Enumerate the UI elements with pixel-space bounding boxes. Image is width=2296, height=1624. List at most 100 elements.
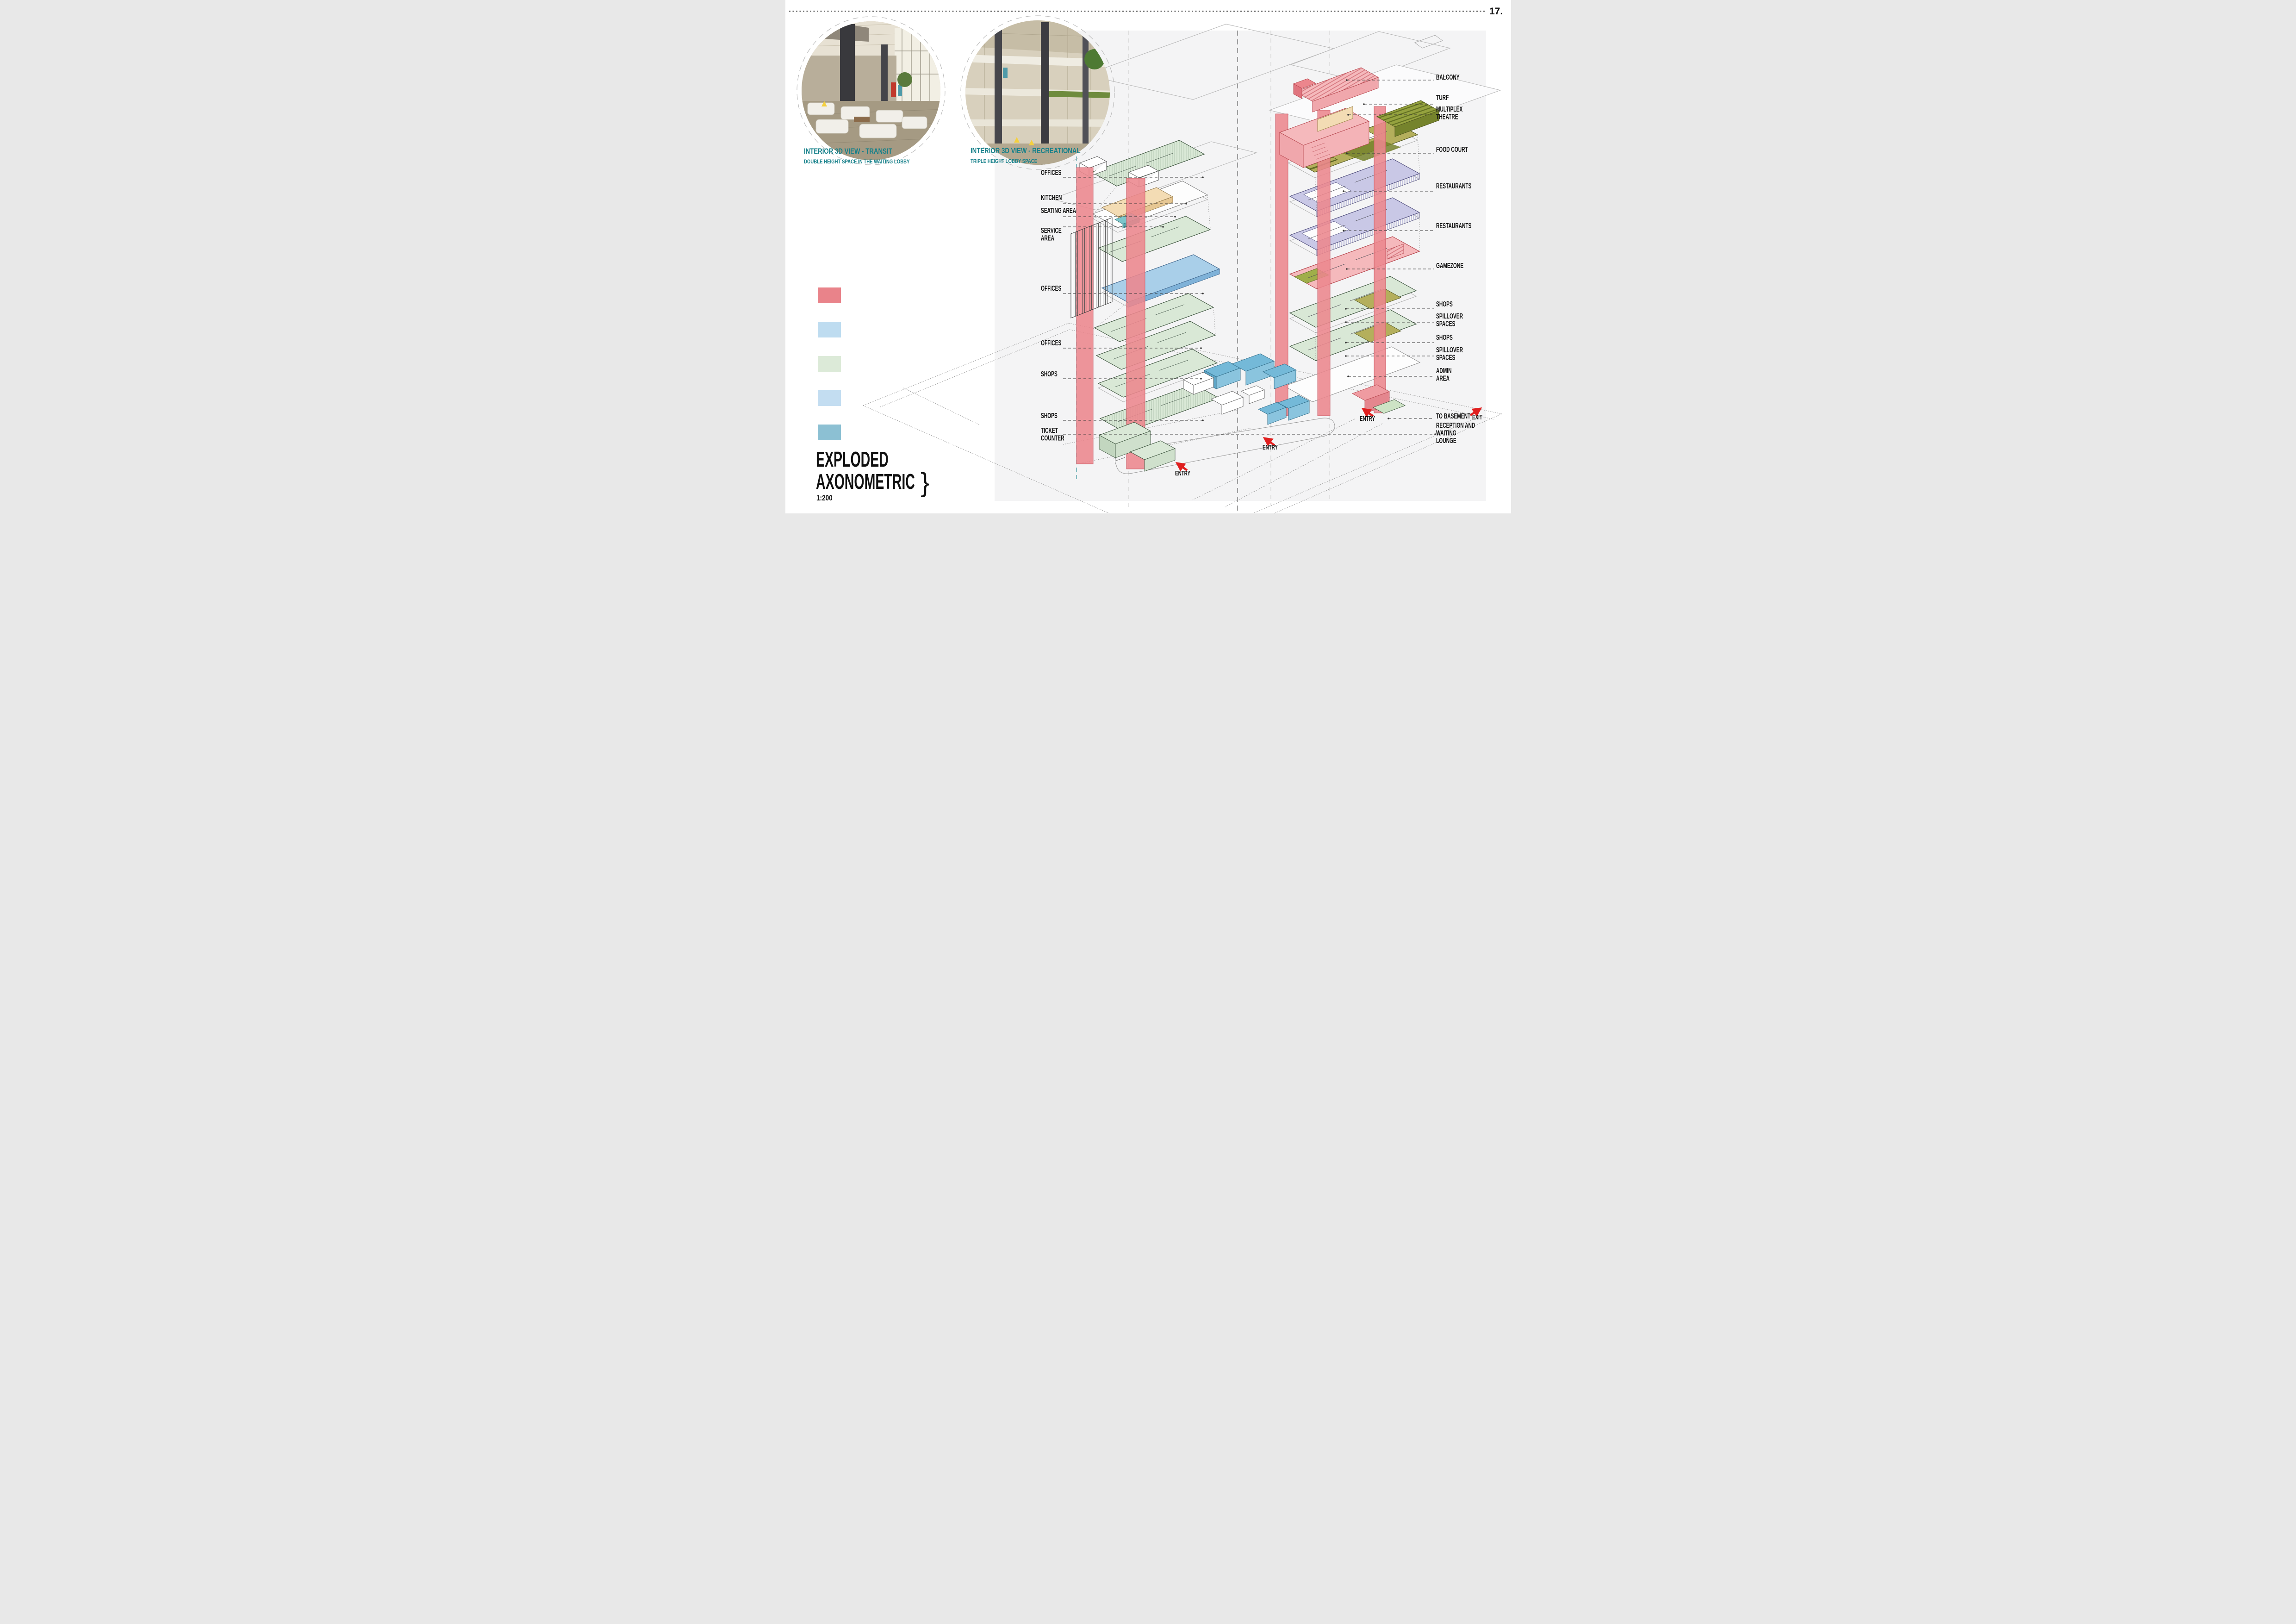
- left-tower: [1070, 140, 1220, 472]
- svg-text:RESTAURANTS: RESTAURANTS: [1436, 182, 1472, 190]
- entry-exit-annotations: ENTRY ENTRY ENTRY EXIT: [1175, 407, 1482, 477]
- leader-dot: [1162, 226, 1164, 228]
- floor-label: OFFICES: [1041, 284, 1061, 293]
- leader-dot: [1363, 103, 1365, 105]
- svg-text:TRIPLE HEIGHT LOBBY SPACE: TRIPLE HEIGHT LOBBY SPACE: [971, 158, 1037, 164]
- leader-dot: [1345, 268, 1348, 270]
- legend-swatch-transit-steel-blue: [817, 425, 841, 440]
- svg-text:FOOD COURT: FOOD COURT: [1436, 145, 1468, 154]
- leader-dot: [1174, 216, 1176, 218]
- leader-dot: [1201, 176, 1204, 178]
- svg-text:ENTRY: ENTRY: [1360, 415, 1375, 422]
- svg-text:1:200: 1:200: [816, 494, 833, 503]
- svg-text:GAMEZONE: GAMEZONE: [1436, 262, 1463, 270]
- explosion-connector-lines: [1094, 134, 1419, 360]
- floor-label: OFFICES: [1041, 169, 1061, 177]
- svg-text:KITCHEN: KITCHEN: [1041, 194, 1062, 202]
- floor-label: SHOPS: [1041, 412, 1058, 420]
- floor-label: RESTAURANTS: [1436, 182, 1472, 190]
- legend: [817, 287, 841, 440]
- svg-text:OFFICES: OFFICES: [1041, 339, 1061, 347]
- svg-text:TURF: TURF: [1436, 94, 1449, 102]
- inset-recreational-title: INTERIOR 3D VIEW - RECREATIONAL: [971, 147, 1081, 156]
- leader-dot: [1345, 79, 1348, 81]
- leader-dot: [1201, 293, 1204, 294]
- leader-dot: [1342, 230, 1344, 231]
- leader-dot: [1344, 355, 1347, 357]
- direction-arrow: [1469, 407, 1482, 417]
- leader-dot: [1345, 152, 1348, 154]
- interior-photo-recreational: [965, 20, 1110, 165]
- floor-label: SHOPS: [1041, 370, 1058, 378]
- right-tower: [1182, 67, 1439, 425]
- floor-label: BALCONY: [1436, 73, 1460, 81]
- inset-recreational-view: [960, 15, 1115, 170]
- floor-label: GAMEZONE: [1436, 262, 1463, 270]
- svg-text:BALCONY: BALCONY: [1436, 73, 1460, 81]
- title-line1: EXPLODED: [816, 448, 889, 472]
- floor-label: FOOD COURT: [1436, 145, 1468, 154]
- legend-swatch-offices-light-blue: [817, 322, 841, 337]
- svg-text:ENTRY: ENTRY: [1175, 469, 1191, 477]
- axonometric-drawing: 17.: [785, 0, 1511, 513]
- interior-photo-transit: [801, 21, 940, 160]
- leader-dot: [1434, 433, 1436, 435]
- floor-label: TURF: [1436, 94, 1449, 102]
- annotation-label: EXIT: [1472, 413, 1482, 421]
- inset-recreational-subtitle: TRIPLE HEIGHT LOBBY SPACE: [971, 158, 1037, 164]
- annotation-label: ENTRY: [1263, 443, 1278, 451]
- legend-swatch-core-circulation: [817, 287, 841, 303]
- floor-label: SHOPS: [1436, 333, 1453, 342]
- legend-swatch-offices-pale-blue: [817, 390, 841, 406]
- legend-swatch-retail-pale-green: [817, 356, 841, 372]
- leader-dot: [1342, 190, 1344, 192]
- direction-arrow: [1263, 437, 1275, 447]
- svg-text:EXIT: EXIT: [1472, 413, 1482, 421]
- svg-text:SHOPS: SHOPS: [1436, 300, 1453, 308]
- presentation-sheet: 17.: [785, 0, 1511, 513]
- svg-text:SHOPS: SHOPS: [1041, 412, 1058, 420]
- floor-label: SEATING AREA: [1041, 206, 1076, 215]
- annotation-label: ENTRY: [1360, 415, 1375, 422]
- inset-transit-title: INTERIOR 3D VIEW - TRANSIT: [804, 147, 892, 156]
- inset-transit-view: [796, 16, 946, 165]
- leader-dot: [1347, 375, 1349, 377]
- leader-dot: [1200, 378, 1202, 380]
- inset-dashed-ring: [796, 16, 946, 165]
- inset-dashed-ring: [960, 15, 1115, 170]
- svg-text:ENTRY: ENTRY: [1263, 443, 1278, 451]
- floor-label: SHOPS: [1436, 300, 1453, 308]
- svg-text:INTERIOR 3D VIEW - RECREATIONA: INTERIOR 3D VIEW - RECREATIONAL: [971, 147, 1081, 156]
- svg-text:TO BASEMENT: TO BASEMENT: [1436, 412, 1470, 420]
- leader-dot: [1201, 419, 1204, 421]
- leader-dot: [1344, 308, 1347, 310]
- floor-label: TO BASEMENT: [1436, 412, 1470, 420]
- floor-label: OFFICES: [1041, 339, 1061, 347]
- leader-dot: [1185, 203, 1187, 205]
- title-scale: 1:200: [816, 494, 833, 503]
- svg-text:EXPLODED: EXPLODED: [816, 448, 889, 472]
- leader-dot: [1387, 418, 1389, 419]
- svg-text:INTERIOR 3D VIEW - TRANSIT: INTERIOR 3D VIEW - TRANSIT: [804, 147, 892, 156]
- title-brace: }: [921, 468, 929, 498]
- svg-text:OFFICES: OFFICES: [1041, 284, 1061, 293]
- svg-text:SHOPS: SHOPS: [1041, 370, 1058, 378]
- svg-text:SEATING AREA: SEATING AREA: [1041, 206, 1076, 215]
- annotation-label: ENTRY: [1175, 469, 1191, 477]
- inset-transit-subtitle: DOUBLE HEIGHT SPACE IN THE WAITING LOBBY: [804, 159, 910, 165]
- title-line2: AXONOMETRIC: [816, 470, 915, 494]
- svg-text:SHOPS: SHOPS: [1436, 333, 1453, 342]
